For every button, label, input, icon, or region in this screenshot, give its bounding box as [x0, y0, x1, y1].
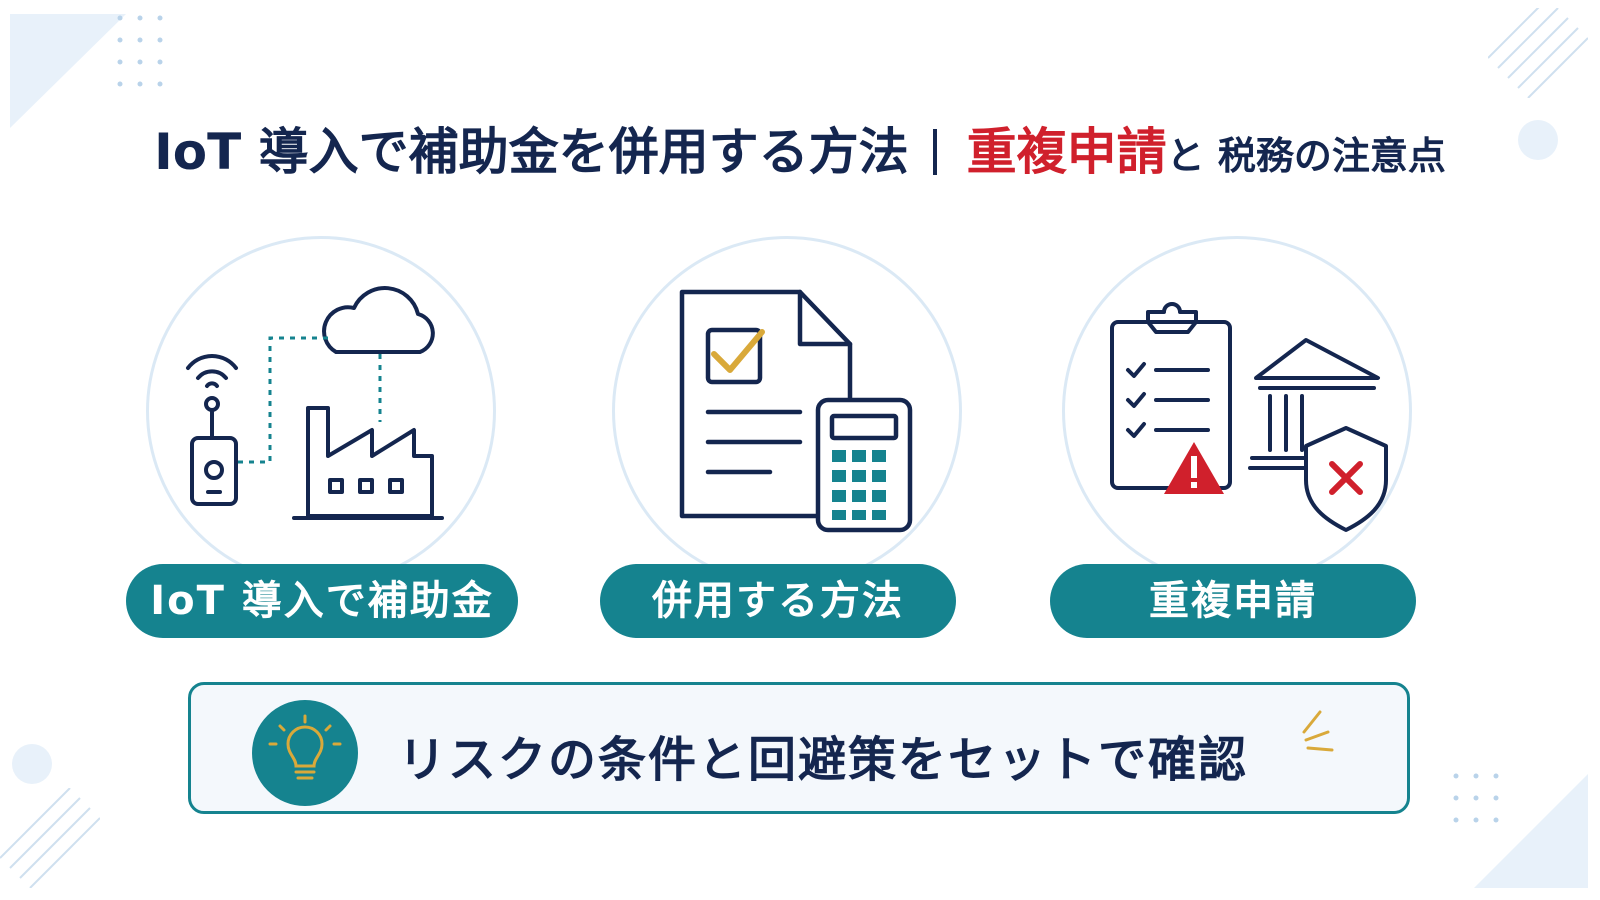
- corner-triangle-bottom-right: [1474, 774, 1588, 888]
- iot-factory-cloud-icon: [186, 286, 444, 520]
- title-part2: と 税務の注意点: [1166, 134, 1446, 178]
- circle-decor-right: [1518, 120, 1558, 160]
- title-part1: IoT 導入で補助金を併用する方法: [154, 123, 909, 181]
- lightbulb-icon: [268, 714, 342, 780]
- card-circle-iot: [146, 236, 496, 586]
- dot-grid-bottom-right: [1453, 773, 1499, 823]
- tip-box: [188, 682, 1410, 814]
- document-calculator-icon: [679, 289, 913, 533]
- lightbulb-badge: [252, 700, 358, 806]
- card-label-iot: IoT 導入で補助金: [126, 564, 518, 638]
- dot-grid-top: [117, 15, 163, 87]
- sparkle-lines: [1302, 710, 1334, 752]
- card-label-method: 併用する方法: [600, 564, 956, 638]
- corner-triangle-top-left: [10, 14, 126, 128]
- clipboard-warning-bank-shield-icon: [1110, 302, 1388, 532]
- tip-text: リスクの条件と回避策をセットで確認: [398, 732, 1249, 788]
- circle-decor-left: [12, 744, 52, 784]
- hatch-top-right: [1488, 8, 1588, 98]
- title-highlight: 重複申請: [966, 123, 1167, 181]
- page-title: IoT 導入で補助金を併用する方法重複申請と 税務の注意点: [0, 112, 1600, 184]
- title-separator: [932, 129, 937, 175]
- hatch-bottom-left: [0, 788, 100, 888]
- card-label-duplicate: 重複申請: [1050, 564, 1416, 638]
